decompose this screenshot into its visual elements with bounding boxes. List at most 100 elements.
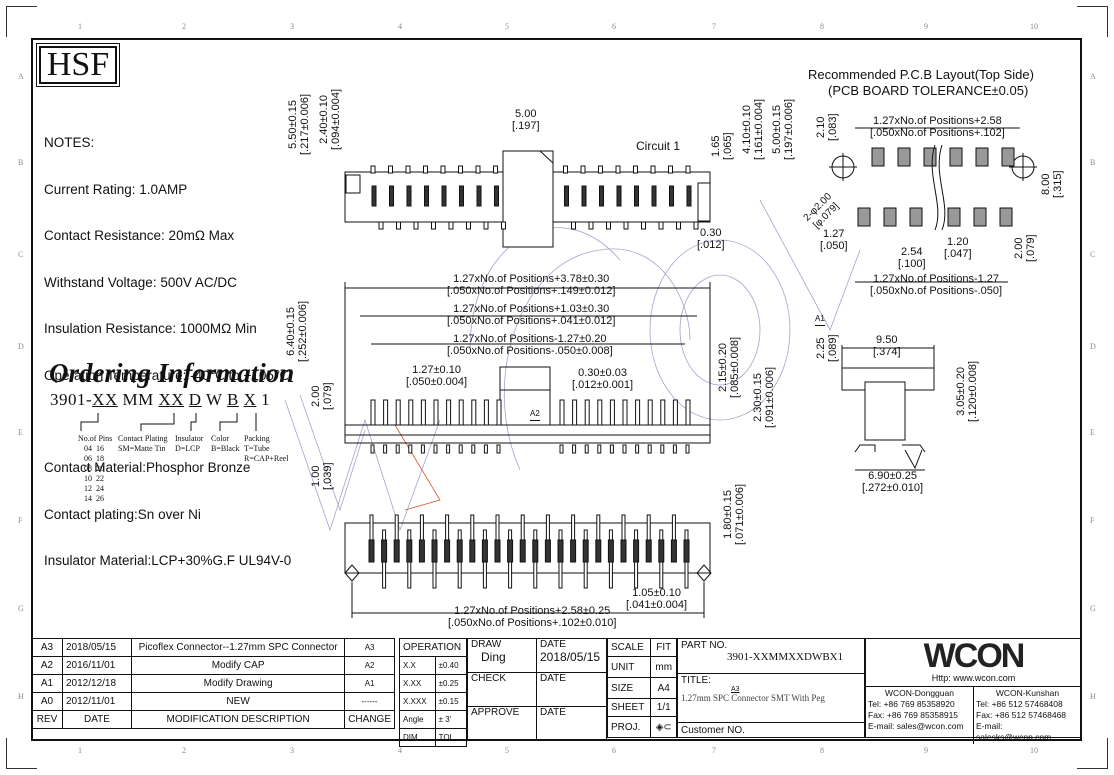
front-dim-2-15: 2.15±0.20[.085±0.008] [717,336,741,398]
bottom-view [344,514,712,618]
zone-column-label: 4 [398,746,402,755]
header-desc: MODIFICATION DESCRIPTION [130,710,346,729]
contact-pin [599,185,604,207]
contact-pin [433,399,439,426]
zone-row-label: B [18,158,24,167]
contact-pin [584,399,590,426]
contact-pad [670,539,677,563]
tol-dim: X.XXX [399,692,436,711]
office-tel: Tel: +86 512 57468408 [976,699,1063,709]
contact-pin [483,399,489,426]
contact-pad [431,539,438,563]
check-date-label: DATE [536,672,607,707]
side-dim-2-25: 2.25[.089] [815,334,839,362]
pcb-pad-bottom [947,207,961,227]
revision-change: A2 [344,656,395,675]
company-block: WCON Http: www.wcon.com WCON-Dongguan Te… [865,638,1082,744]
pin-tail [693,221,699,230]
contact-pin [635,399,641,426]
pin-tail [650,165,656,174]
revision-date: 2012/11/01 [62,692,132,711]
note-line: Insulation Resistance: 1000MΩ Min [44,321,257,336]
zone-column-label: 5 [505,22,509,31]
revision-rev: A2 [31,656,63,675]
revision-rev: A3 [31,638,63,657]
contact-pin [471,399,477,426]
contact-pin [494,185,499,207]
pins-option: 14 26 [84,494,104,503]
pin-foot [420,444,425,454]
insulator-value: D=LCP [175,444,200,453]
contact-pin [441,185,447,207]
contact-pad [381,539,388,563]
contact-pin [476,185,482,207]
pins-option: 10 22 [84,474,104,483]
contact-pin [446,399,452,426]
size-label: SIZE [606,677,652,699]
packing-label: Packing [244,434,270,443]
title-label: TITLE: [681,675,712,686]
zone-row-label: G [1090,604,1096,613]
ordering-title: Ordering Information [49,358,295,388]
office-name: WCON-Kunshan [995,688,1060,698]
side-dim-6-90: 6.90±0.25[.272±0.010] [862,470,924,494]
tol-footer-tol: TOL [434,728,468,747]
contact-pad [683,539,690,563]
pcb-pad-top [871,147,885,167]
pins-list: 04 16 06 18 08 20 10 22 12 24 14 26 [84,444,104,504]
contact-pad [582,539,589,563]
corner-mark [6,738,37,769]
pin-foot [370,444,375,454]
pcb-pad-top [923,147,937,167]
customer-no-label: Customer NO. [681,725,745,736]
zone-column-label: 4 [398,22,402,31]
revision-desc: Modify Drawing [130,674,346,693]
pin-tail [483,221,489,230]
revision-desc: Picoflex Connector--1.27mm SPC Connector [130,638,346,657]
pcb-pad-bottom [909,207,923,227]
draw-value: Ding [481,650,506,664]
pcb-dim-1-20: 1.20[.047] [944,236,972,260]
contact-pin [496,399,502,426]
tolerance-heading: OPERATION [399,638,467,657]
draw-date-label: DATE [540,639,566,650]
zone-column-label: 7 [712,746,716,755]
zone-column-label: 2 [182,746,186,755]
code-part: MM [117,390,159,409]
front-dim-1-00: 1.00[.039] [310,462,334,490]
contact-pin [685,399,691,426]
contact-pad [658,539,665,563]
pin-foot [622,444,627,454]
scale-value: FIT [650,638,677,657]
code-part-packing: X [243,390,257,409]
tol-value: ±0.15 [434,692,468,711]
color-label: Color [211,434,230,443]
pin-tail [423,165,428,174]
zone-column-label: 2 [182,22,186,31]
pins-option: 08 20 [84,464,104,473]
zone-column-label: 7 [712,22,716,31]
contact-pin [660,399,666,426]
bottom-dim-1-05: 1.05±0.10[.041±0.004] [626,587,688,611]
dim-0-30: 0.30[.012] [697,227,725,251]
revision-date: 2012/12/18 [62,674,132,693]
contact-pin [559,399,565,426]
contact-pin [459,185,464,207]
code-part-color: B [227,390,239,409]
zone-row-label: C [18,250,24,259]
pin-tail [658,221,664,230]
contact-pin [609,399,615,426]
pin-tail [623,221,629,230]
pin-tail [396,221,401,230]
pin-tail [563,165,568,174]
company-url: Http: www.wcon.com [931,673,1016,683]
code-part: 1 [256,390,271,409]
pin-foot [559,444,564,454]
pin-tail [615,165,621,174]
projection-symbol-icon: ◈⊂ [650,716,677,738]
pin-tail [493,165,498,174]
approve-label: APPROVE [467,706,537,741]
contact-pin [371,185,377,207]
